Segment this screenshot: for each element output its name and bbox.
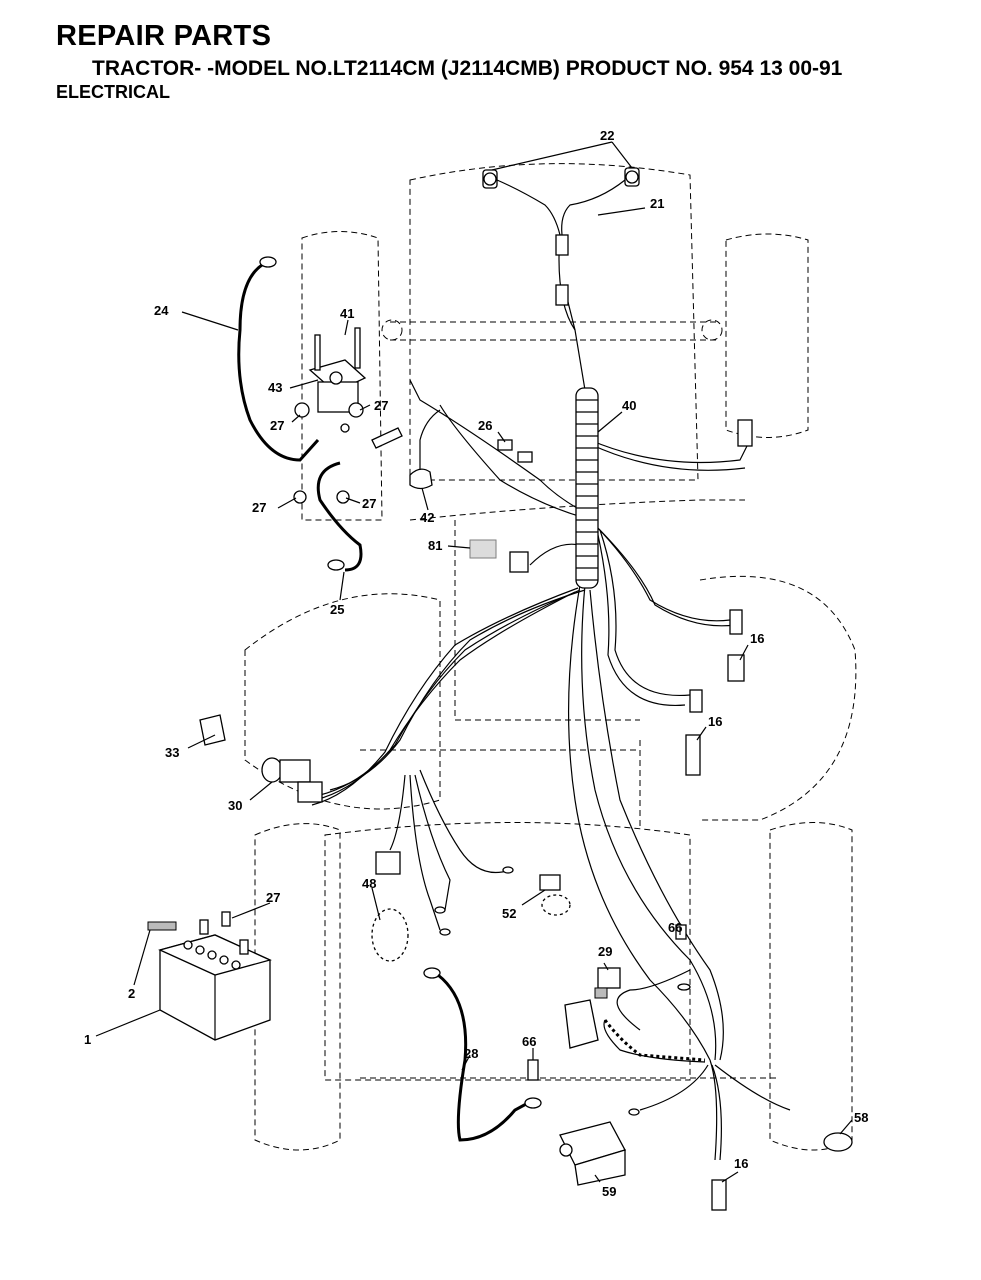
callout-58: 58 xyxy=(854,1110,868,1125)
callout-16-a: 16 xyxy=(750,631,764,646)
callout-30: 30 xyxy=(228,798,242,813)
wire-harness xyxy=(311,234,791,1161)
misc-parts xyxy=(199,409,853,1211)
callout-27-a: 27 xyxy=(270,418,284,433)
callout-1: 1 xyxy=(84,1032,91,1047)
battery-cables xyxy=(237,256,542,1142)
callout-66-a: 66 xyxy=(668,920,682,935)
callout-41: 41 xyxy=(340,306,354,321)
callout-40: 40 xyxy=(622,398,636,413)
conduit-40 xyxy=(575,387,599,589)
leader-lines xyxy=(95,141,853,1183)
callout-27-e: 27 xyxy=(266,890,280,905)
callout-27-d: 27 xyxy=(362,496,376,511)
callout-labels: 22 21 24 41 43 27 27 27 27 40 26 42 81 2… xyxy=(84,128,868,1199)
callout-43: 43 xyxy=(268,380,282,395)
starter-solenoid xyxy=(293,327,403,504)
callout-16-c: 16 xyxy=(734,1156,748,1171)
tractor-outline xyxy=(244,163,857,1151)
callout-28: 28 xyxy=(464,1046,478,1061)
callout-52: 52 xyxy=(502,906,516,921)
page-title: REPAIR PARTS xyxy=(56,20,272,52)
callout-24: 24 xyxy=(154,303,169,318)
callout-33: 33 xyxy=(165,745,179,760)
page-header: REPAIR PARTS TRACTOR- -MODEL NO.LT2114CM… xyxy=(0,0,981,110)
battery xyxy=(147,911,272,1041)
callout-27-c: 27 xyxy=(252,500,266,515)
section-label: ELECTRICAL xyxy=(56,82,170,102)
callout-81: 81 xyxy=(428,538,442,553)
callout-21: 21 xyxy=(650,196,664,211)
callout-66-b: 66 xyxy=(522,1034,536,1049)
callout-25: 25 xyxy=(330,602,344,617)
callout-48: 48 xyxy=(362,876,376,891)
callout-16-b: 16 xyxy=(708,714,722,729)
callout-27-b: 27 xyxy=(374,398,388,413)
callout-26: 26 xyxy=(478,418,492,433)
callout-42: 42 xyxy=(420,510,434,525)
headlight-assembly xyxy=(482,167,640,306)
coiled-conduit xyxy=(603,1019,706,1062)
callout-2: 2 xyxy=(128,986,135,1001)
callout-29: 29 xyxy=(598,944,612,959)
model-subtitle: TRACTOR- -MODEL NO.LT2114CM (J2114CMB) P… xyxy=(92,57,843,80)
callout-59: 59 xyxy=(602,1184,616,1199)
callout-22: 22 xyxy=(600,128,614,143)
